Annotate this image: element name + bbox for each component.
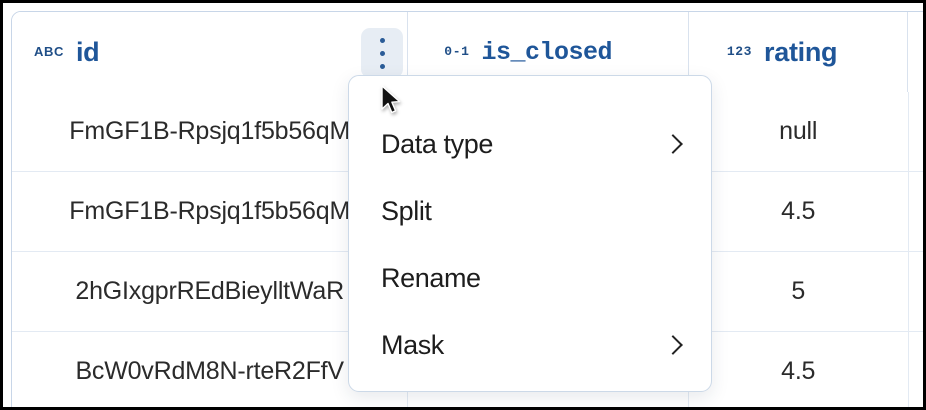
cell-id[interactable]: FmGF1B-Rpsjq1f5b56qM	[12, 172, 409, 251]
cell-overflow	[909, 172, 924, 251]
cell-overflow	[909, 92, 924, 171]
column-header-rating[interactable]: 123 rating	[688, 12, 909, 92]
zero-one-boolean-type-icon: 0-1	[444, 43, 470, 59]
kebab-dot-icon	[379, 37, 385, 43]
menu-item-split[interactable]: Split	[349, 178, 711, 245]
column-header-label-rating: rating	[764, 36, 838, 67]
menu-item-rename[interactable]: Rename	[349, 245, 711, 312]
column-header-label-id: id	[75, 36, 100, 67]
column-context-menu: Data type Split Rename Mask	[348, 75, 712, 392]
kebab-dot-icon	[379, 63, 385, 69]
menu-item-label: Split	[381, 196, 432, 226]
kebab-dot-icon	[379, 50, 385, 56]
cell-rating[interactable]: 5	[689, 252, 909, 331]
cell-overflow	[909, 252, 924, 331]
menu-item-label: Mask	[381, 330, 444, 360]
column-header-overflow	[908, 12, 923, 92]
column-header-id[interactable]: ABC id	[12, 12, 409, 92]
cell-overflow	[909, 332, 924, 407]
menu-item-label: Rename	[381, 263, 481, 293]
menu-item-label: Data type	[381, 129, 493, 159]
cell-rating[interactable]: 4.5	[689, 172, 909, 251]
chevron-right-icon	[665, 333, 681, 359]
menu-item-mask[interactable]: Mask	[349, 312, 711, 379]
cell-rating[interactable]: 4.5	[689, 332, 909, 407]
abc-text-type-icon: ABC	[34, 43, 64, 59]
123-number-type-icon: 123	[726, 43, 753, 59]
cell-rating[interactable]: null	[689, 92, 909, 171]
menu-item-data-type[interactable]: Data type	[349, 111, 711, 178]
chevron-placeholder	[665, 266, 681, 292]
chevron-right-icon	[665, 132, 681, 158]
column-options-kebab-button[interactable]	[361, 28, 403, 78]
column-header-label-is-closed: is_closed	[481, 37, 613, 67]
chevron-placeholder	[665, 199, 681, 225]
